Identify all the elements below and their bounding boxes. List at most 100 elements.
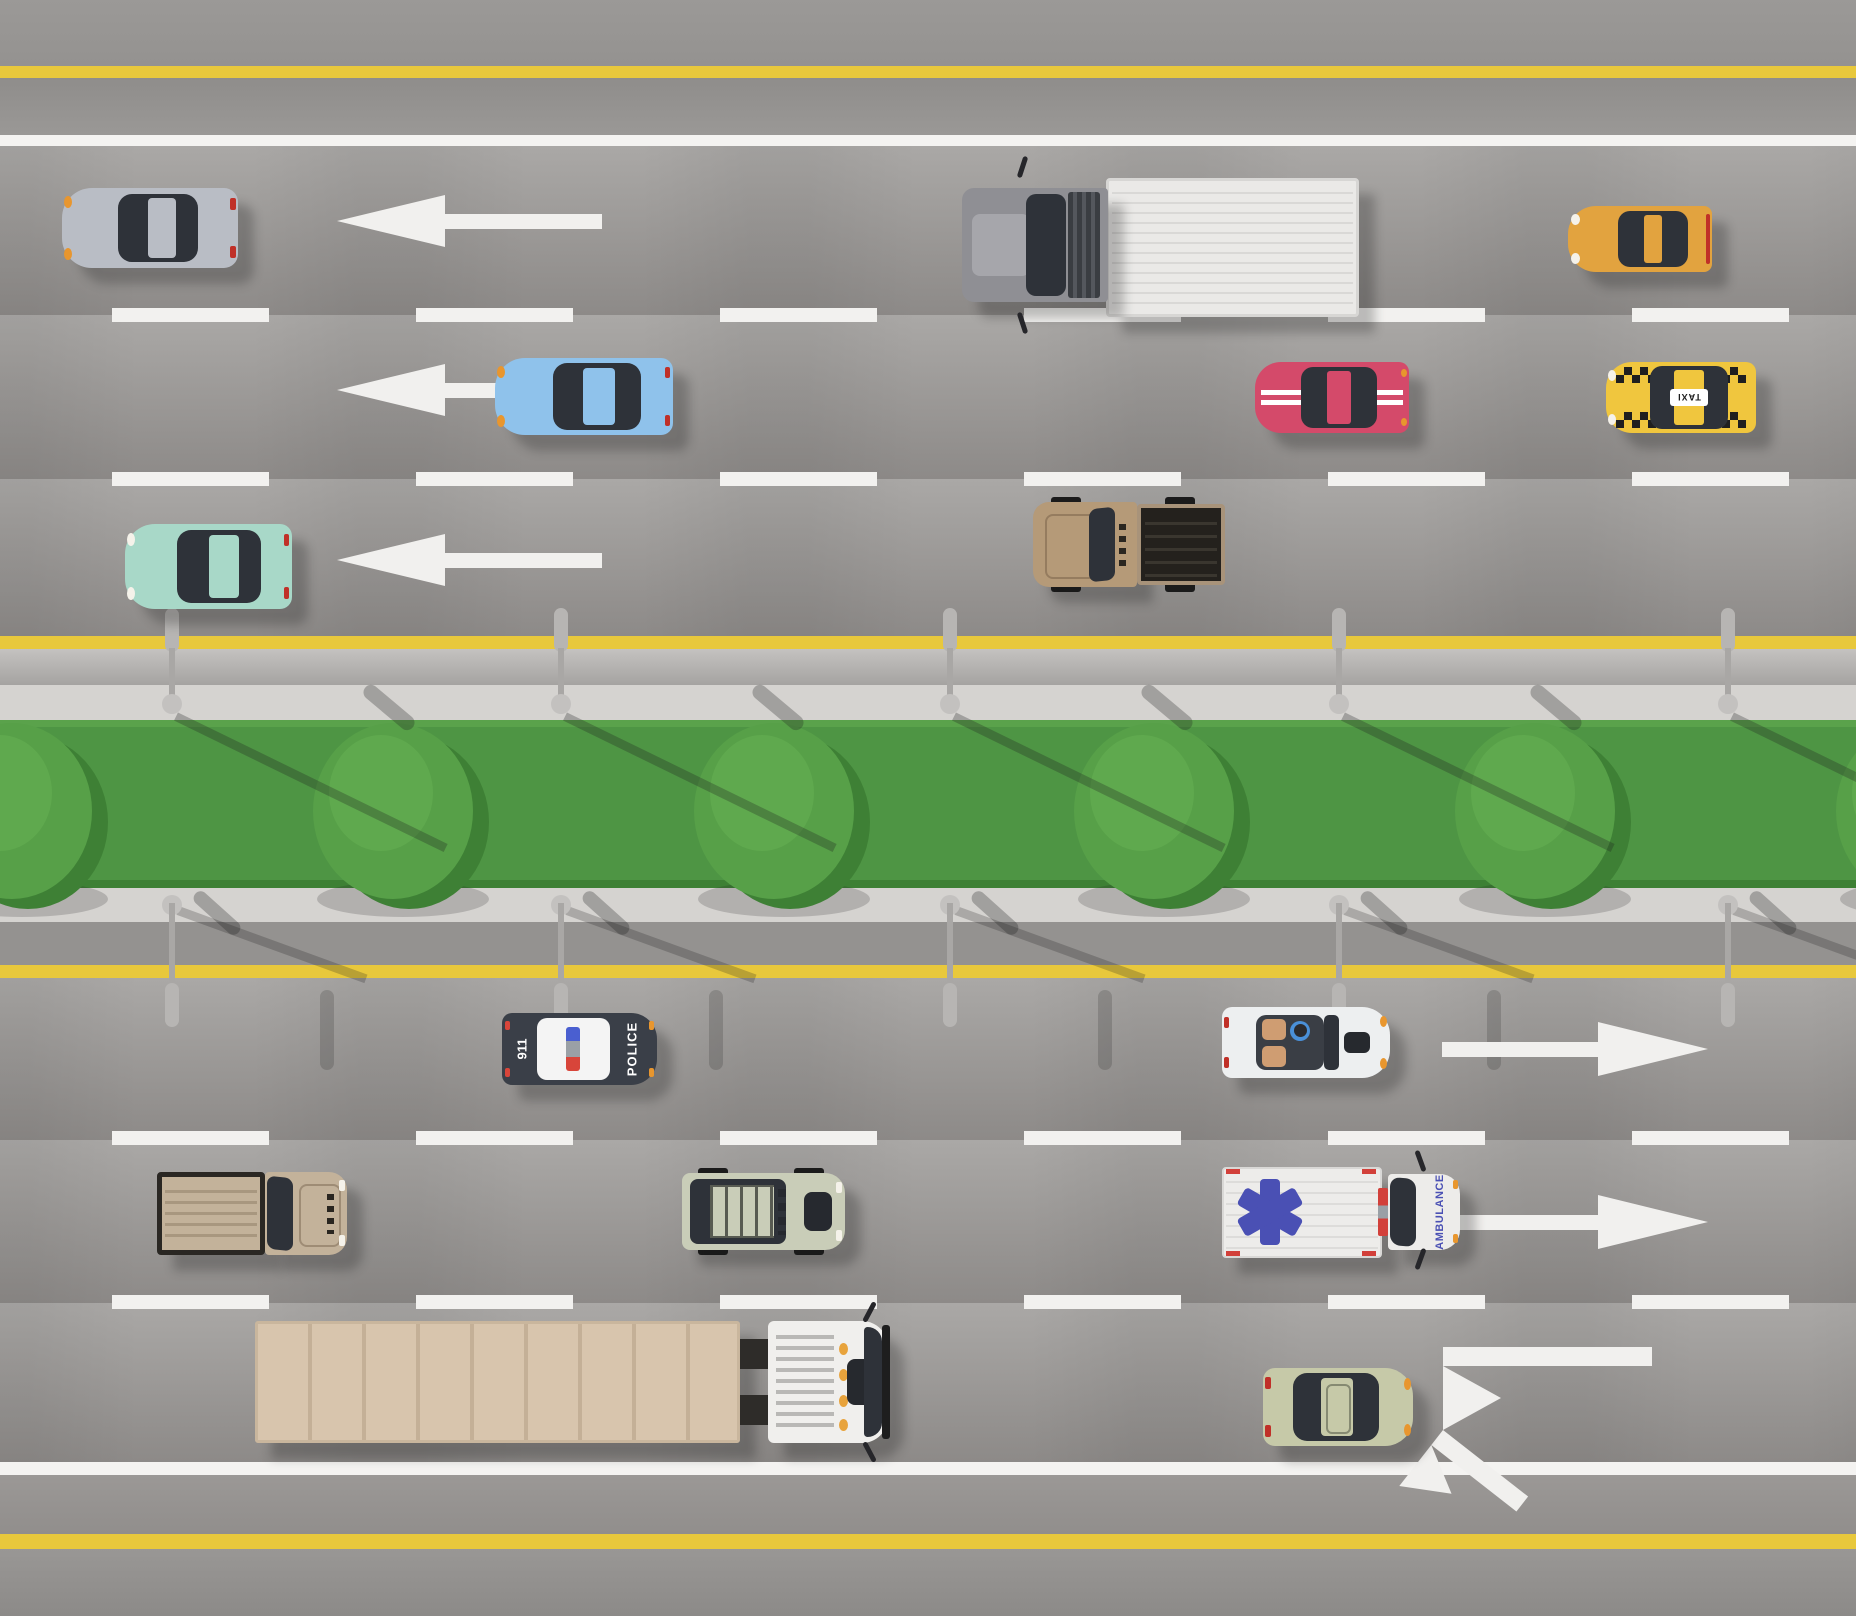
lamp-road-shadow: [1098, 990, 1112, 1070]
taillight: [1401, 369, 1407, 377]
headlight: [64, 248, 72, 260]
semi-truck: [255, 1301, 900, 1463]
seat: [1262, 1019, 1286, 1040]
trailer-hitch: [740, 1339, 768, 1369]
cab-marker-light: [839, 1395, 848, 1407]
fork-arrow: [1399, 1347, 1710, 1515]
headlight: [1608, 414, 1616, 425]
lower-lamp-pole: [169, 903, 175, 987]
marker-light: [649, 1021, 654, 1030]
sunroof-outline: [1326, 1384, 1351, 1434]
bush-foliage: [1836, 723, 1856, 899]
bush-highlight: [329, 735, 433, 851]
headlight: [339, 1180, 345, 1191]
upper-lamp-pole: [1725, 648, 1731, 700]
bush-highlight: [1852, 735, 1856, 851]
edge-line-bottom: [0, 1462, 1856, 1475]
right-arrow: [1442, 1022, 1708, 1076]
taxi-checker: [1616, 412, 1656, 428]
trailer-ribs: [258, 1324, 737, 1440]
taillight: [1265, 1377, 1271, 1389]
ambulance-light-bar: [1378, 1188, 1388, 1236]
driver-head: [1294, 1024, 1307, 1037]
left-arrow: [337, 534, 602, 586]
upper-lamp-base: [1718, 694, 1738, 714]
car-roof: [209, 535, 239, 598]
corner-marker: [1362, 1251, 1376, 1256]
hood-scoop: [804, 1192, 832, 1231]
headlight: [1571, 214, 1580, 225]
street-lamp-column: [162, 0, 448, 1616]
bed-ribs: [1145, 512, 1217, 577]
olive-car: [1263, 1368, 1413, 1446]
street-lamp-column: [940, 0, 1226, 1616]
cab-marker-light: [839, 1343, 848, 1355]
yellow-line-bottom: [0, 1534, 1856, 1549]
headlight: [1608, 370, 1616, 381]
arrow-head: [1598, 1022, 1708, 1076]
cab-windshield: [267, 1175, 293, 1252]
headlight: [127, 587, 135, 600]
taillight: [1224, 1057, 1229, 1068]
top-verge: [0, 0, 1856, 66]
corner-marker: [1226, 1251, 1240, 1256]
police-code-label: 911: [514, 1038, 530, 1060]
median-bush: [694, 723, 870, 917]
headlight: [64, 196, 72, 208]
cab-windshield: [1026, 194, 1066, 296]
cab-windshield: [1390, 1176, 1416, 1248]
lower-lamp-pole: [947, 903, 953, 987]
police-light-bar: [566, 1027, 580, 1071]
median-bush: [1074, 723, 1250, 917]
lower-lamp-pole: [1725, 903, 1731, 987]
taillight: [665, 367, 670, 378]
side-vents: [778, 1189, 786, 1235]
arrow-tail: [445, 553, 602, 568]
upper-lamp-base: [162, 694, 182, 714]
cab-roof-vents: [1068, 192, 1100, 298]
roof-rack-bars: [710, 1185, 774, 1238]
bush-highlight: [1090, 735, 1194, 851]
headlight: [1453, 1180, 1458, 1189]
red-sports-car: [1255, 362, 1409, 433]
police-label: POLICE: [624, 1021, 640, 1077]
taxi-sign-label: TAXI: [1677, 392, 1701, 403]
cab-vents: [1119, 524, 1126, 566]
headlight: [1571, 253, 1580, 264]
flatbed-pickup: [157, 1172, 347, 1255]
bed-slats: [165, 1182, 257, 1245]
headlight: [1404, 1378, 1411, 1390]
bush-highlight: [710, 735, 814, 851]
front-bumper: [882, 1325, 890, 1439]
taillight: [230, 246, 236, 258]
cab-vents: [327, 1194, 334, 1234]
arrow-head: [337, 364, 445, 416]
cab-hood: [972, 214, 1030, 276]
arrow-head: [337, 534, 445, 586]
headlight: [1453, 1234, 1458, 1243]
sage-suv: [682, 1168, 845, 1255]
upper-median-shoulder: [0, 649, 1856, 685]
arrow-tail: [1442, 1042, 1598, 1057]
marker-light: [505, 1068, 510, 1077]
yellow-line-lower-median: [0, 965, 1856, 978]
bottom-shoulder: [0, 1475, 1856, 1534]
yellow-line-top: [0, 66, 1856, 78]
lower-lamp-head: [1721, 983, 1735, 1027]
yellow-line-upper-median: [0, 636, 1856, 649]
wheel: [1051, 582, 1081, 592]
headlight: [127, 533, 135, 546]
trailer-ribs: [1112, 184, 1353, 311]
left-arrow: [337, 195, 602, 247]
brown-pickup: [1033, 497, 1225, 592]
upper-lane-1: [0, 146, 1856, 315]
lower-lamp-head: [165, 983, 179, 1027]
upper-lamp-base: [551, 694, 571, 714]
headlight: [1404, 1424, 1411, 1436]
taillight: [230, 198, 236, 210]
headlight: [497, 366, 505, 378]
median-bush: [0, 723, 108, 917]
headlight: [836, 1230, 842, 1241]
upper-shoulder: [0, 78, 1856, 135]
